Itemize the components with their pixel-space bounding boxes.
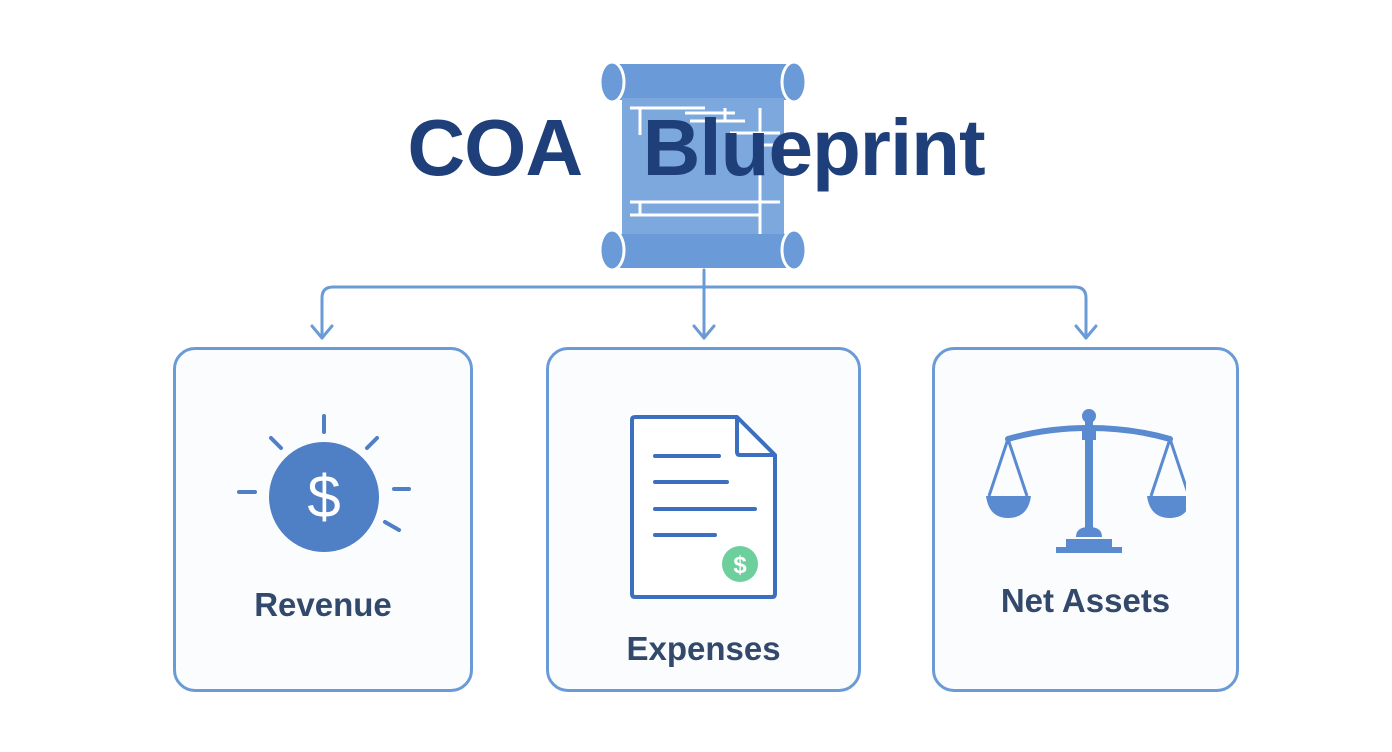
- card-label-revenue: Revenue: [254, 586, 392, 623]
- balance-scale-icon: [986, 409, 1186, 553]
- page-title: COA Blueprint: [0, 108, 1392, 188]
- title-part-blueprint: Blueprint: [642, 103, 986, 192]
- category-card-expenses[interactable]: $ Expenses: [546, 347, 861, 692]
- dollar-sun-icon: $: [237, 414, 411, 552]
- category-card-revenue[interactable]: $ Revenue: [173, 347, 473, 692]
- title-part-coa: COA: [407, 103, 583, 192]
- category-card-net-assets[interactable]: Net Assets: [932, 347, 1239, 692]
- card-label-net-assets: Net Assets: [1000, 582, 1171, 619]
- svg-text:$: $: [733, 552, 747, 579]
- svg-text:$: $: [307, 463, 340, 530]
- document-dollar-icon: $: [630, 415, 777, 599]
- card-label-expenses: Expenses: [626, 630, 781, 667]
